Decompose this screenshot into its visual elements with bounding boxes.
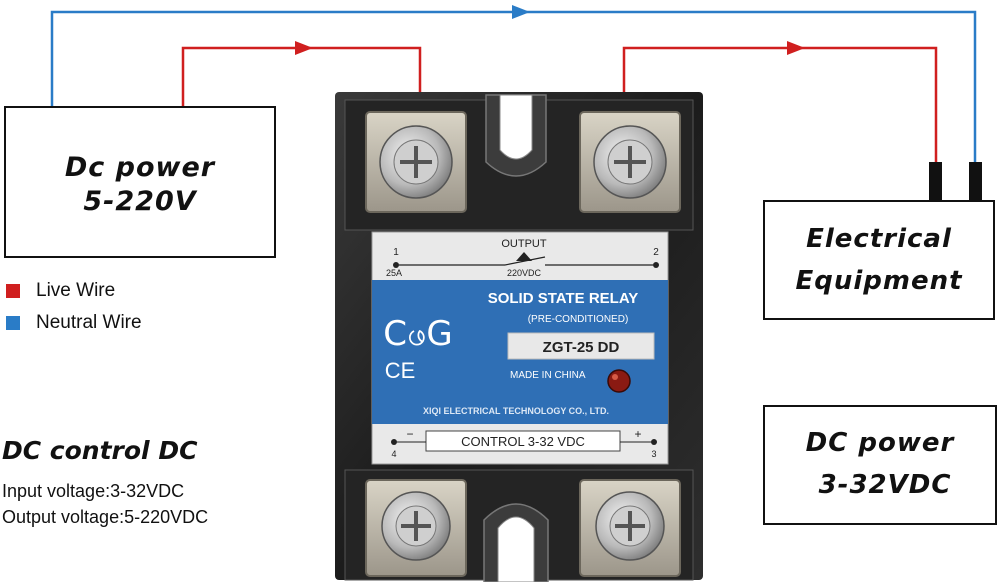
input-voltage-text: Input voltage:3-32VDC: [2, 481, 185, 501]
legend-live-wire: Live Wire: [6, 280, 115, 302]
electrical-equipment-box: [763, 200, 995, 320]
relay-subtitle: (PRE-CONDITIONED): [528, 314, 629, 325]
ce-mark: CE: [385, 358, 416, 383]
solid-state-relay: 1 2 OUTPUT 25A 220VDC SOLID STATE RELAY …: [335, 92, 703, 582]
manufacturer-label: XIQI ELECTRICAL TECHNOLOGY CO., LTD.: [423, 406, 609, 416]
dc-power-control-line1: DC power: [805, 428, 955, 458]
current-rating: 25A: [386, 268, 402, 278]
output-voltage-text: Output voltage:5-220VDC: [2, 507, 209, 527]
legend-neutral-wire: Neutral Wire: [6, 312, 142, 334]
info-title: DC control DC: [2, 436, 198, 465]
terminal-4-number: 4: [391, 449, 396, 459]
brand-logo: CဖG: [383, 314, 453, 354]
legend-neutral-label: Neutral Wire: [36, 312, 142, 333]
control-label: CONTROL 3-32 VDC: [461, 434, 585, 449]
terminal-1-number: 1: [393, 247, 399, 258]
output-label: OUTPUT: [501, 238, 547, 250]
dc-power-source-line2: 5-220V: [83, 186, 197, 217]
equipment-line2: Equipment: [795, 266, 963, 296]
model-box: [507, 332, 655, 360]
equipment-line1: Electrical: [806, 224, 952, 254]
control-plus: +: [634, 427, 641, 441]
dc-power-source-box: [4, 106, 276, 258]
live-wire-arrow-right: [787, 41, 805, 55]
neutral-wire-arrow: [512, 5, 530, 19]
relay-title: SOLID STATE RELAY: [488, 290, 639, 307]
legend-live-label: Live Wire: [36, 280, 116, 301]
terminal-1: [365, 111, 467, 213]
output-voltage-rating: 220VDC: [507, 268, 542, 278]
terminal-3-number: 3: [651, 449, 656, 459]
dc-power-control-box: [763, 405, 997, 525]
dc-power-control-line2: 3-32VDC: [818, 470, 952, 500]
terminal-2: [579, 111, 681, 213]
plug-pin-live: [929, 162, 942, 202]
made-in-label: MADE IN CHINA: [510, 370, 586, 381]
control-minus: −: [406, 427, 413, 441]
live-wire-path-right: [622, 41, 938, 165]
model-number: ZGT-25 DD: [543, 339, 620, 356]
terminal-3: [579, 479, 681, 577]
terminal-2-number: 2: [653, 247, 659, 258]
plug-pin-neutral: [969, 162, 982, 202]
neutral-wire-path: [50, 5, 977, 165]
control-box: [425, 430, 621, 452]
dc-power-source-line1: Dc power: [64, 152, 216, 183]
terminal-4: [365, 479, 467, 577]
live-wire-arrow-left: [295, 41, 313, 55]
status-led: [607, 369, 631, 393]
live-wire-swatch: [6, 284, 20, 298]
neutral-wire-swatch: [6, 316, 20, 330]
live-wire-path-left: [181, 41, 422, 106]
